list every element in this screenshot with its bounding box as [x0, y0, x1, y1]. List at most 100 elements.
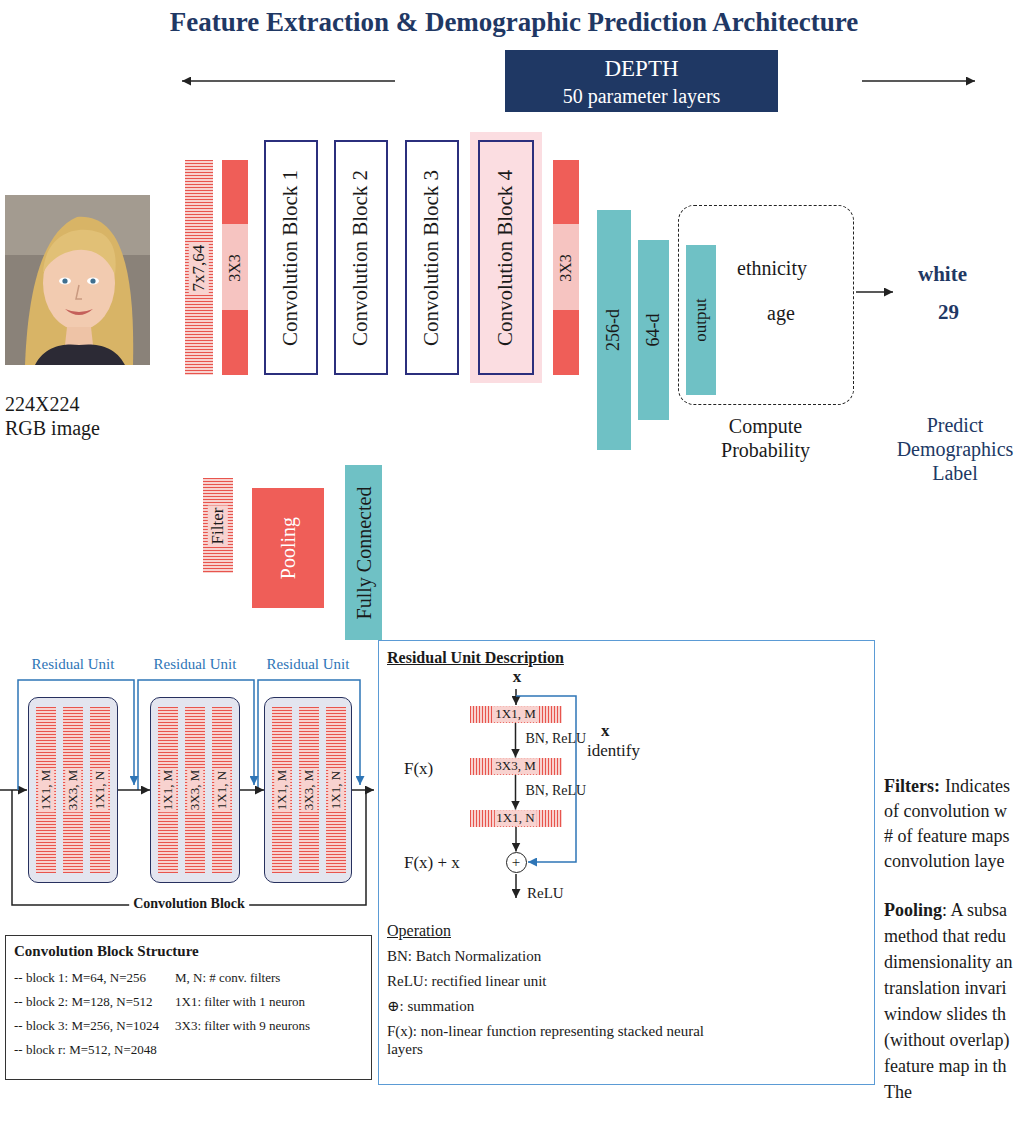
- filter-layer: 3X3, M: [63, 707, 83, 873]
- node-text: x: [513, 667, 522, 687]
- connector-arrow: [515, 827, 517, 852]
- side-note: method that redu: [884, 926, 1006, 948]
- side-note: Filters:: [884, 776, 940, 798]
- node-text: F(x) + x: [404, 853, 460, 873]
- node-text: Compute Probability: [706, 414, 826, 462]
- node-text: 1X1, N: [214, 768, 230, 810]
- node-text: 1X1, N: [328, 768, 344, 810]
- node-text: 3X3, M: [65, 767, 81, 811]
- node-text: M, N: # conv. filters: [175, 970, 280, 986]
- connector-arrow: [515, 775, 517, 810]
- node-text: Residual Unit Description: [387, 648, 564, 667]
- dense-layer: 64-d: [638, 240, 669, 420]
- input-arrow: [0, 789, 27, 791]
- node-text: Operation: [387, 921, 451, 940]
- connector-arrow: [118, 789, 150, 791]
- node-text: +: [512, 855, 520, 870]
- node-text: 50 parameter layers: [563, 84, 721, 108]
- side-note: (without overlap): [884, 1030, 1009, 1052]
- filter-layer: 1X1, M: [272, 707, 292, 873]
- node-text: Pooling: [276, 517, 300, 579]
- filter-layer: 1X1, N: [326, 707, 346, 873]
- side-note: : A subsa: [942, 900, 1007, 922]
- side-note: The: [884, 1082, 912, 1104]
- side-note: of convolution w: [884, 801, 1007, 823]
- node-text: -- block 2: M=128, N=512: [14, 994, 153, 1010]
- conv-block: Convolution Block 1: [264, 140, 318, 375]
- filter-layer: 1X1, M: [158, 707, 178, 873]
- sum-node: +: [506, 852, 527, 873]
- node-text: Convolution Block Structure: [14, 942, 199, 960]
- filter-layer: 1X1, N: [212, 707, 232, 873]
- predicted-value: white: [918, 262, 967, 287]
- side-note: translation invari: [884, 978, 1006, 1000]
- side-note: window slides th: [884, 1004, 1006, 1026]
- node-text: Residual Unit: [32, 655, 115, 673]
- predicted-value: 29: [938, 300, 959, 325]
- filter-layer: 1X1, N: [470, 810, 562, 827]
- filter-layer: 3X3, M: [185, 707, 205, 873]
- node-text: 64-d: [643, 314, 665, 347]
- node-text: Fully Connected: [352, 486, 376, 619]
- node-text: 3X3: [556, 254, 575, 282]
- node-text: 1X1, M: [493, 706, 537, 722]
- result-caption: Predict Demographics Label: [889, 413, 1021, 485]
- node-text: 3X3, M: [493, 758, 537, 774]
- side-note: feature map in th: [884, 1056, 1006, 1078]
- edge-label: BN, ReLU: [526, 783, 587, 800]
- node-text: 3X3: filter with 9 neurons: [175, 1018, 310, 1034]
- node-text: Residual Unit: [154, 655, 237, 673]
- filter-layer: 3X3, M: [299, 707, 319, 873]
- node-text: output: [690, 298, 710, 341]
- node-text: -- block 1: M=64, N=256: [14, 970, 146, 986]
- node-text: 1X1, N: [494, 810, 536, 826]
- node-text: Residual Unit: [267, 655, 350, 673]
- edge-label: BN, ReLU: [526, 731, 587, 748]
- filter-layer: 1X1, M: [470, 706, 562, 723]
- filter-layer: Filter: [203, 478, 233, 573]
- node-text: ReLU: [527, 884, 564, 902]
- face-photo: [5, 195, 150, 365]
- node-text: ⊕: summation: [387, 997, 474, 1015]
- depth-arrow: [862, 80, 975, 82]
- node-text: -- block r: M=512, N=2048: [14, 1042, 157, 1058]
- residual-unit: Residual Unit1X1, M3X3, M1X1, N: [264, 697, 352, 883]
- depth-arrow: [182, 80, 395, 82]
- dense-layer: Fully Connected: [345, 465, 382, 640]
- node-text: BN: Batch Normalization: [387, 947, 541, 965]
- side-note: dimensionality an: [884, 952, 1012, 974]
- node-text: 1X1, M: [38, 767, 54, 811]
- side-note: # of feature maps: [884, 826, 1009, 848]
- node-text: 3X3, M: [187, 767, 203, 811]
- node-text: F(x): non-linear function representing s…: [387, 1022, 727, 1058]
- pooling-layer: 3X3: [222, 160, 248, 375]
- residual-unit: Residual Unit1X1, M3X3, M1X1, N: [150, 697, 240, 883]
- structure-box: Convolution Block Structure -- block 1: M…: [5, 935, 372, 1080]
- node-text: 1X1, N: [92, 768, 108, 810]
- connector-arrow: [240, 789, 264, 791]
- node-text: 1X1: filter with 1 neuron: [175, 994, 305, 1010]
- legend-pooling: Pooling: [252, 488, 324, 608]
- filter-layer: 1X1, M: [36, 707, 56, 873]
- node-text: 3X3: [225, 254, 244, 282]
- node-text: DEPTH: [604, 55, 678, 83]
- conv-block: Convolution Block 3: [405, 140, 459, 375]
- output-arrow: [515, 874, 517, 898]
- node-text: 1X1, M: [160, 767, 176, 811]
- conv-block: Convolution Block 2: [334, 140, 388, 375]
- node-text: Convolution Block 3: [419, 169, 444, 345]
- filter-layer: 7x7,64: [185, 160, 213, 375]
- result-arrow: [856, 291, 893, 293]
- node-text: Convolution Block 1: [278, 169, 303, 345]
- node-text: 3X3, M: [301, 767, 317, 811]
- description-box: Residual Unit DescriptionxF(x)xidentifyF…: [378, 640, 875, 1085]
- node-text: 7x7,64: [189, 242, 209, 293]
- input-arrow: [515, 689, 517, 705]
- image-caption: 224X224 RGB image: [5, 392, 125, 440]
- conv-block: Convolution Block 4: [478, 140, 534, 375]
- node-text: 1X1, M: [274, 767, 290, 811]
- side-note: Indicates: [945, 776, 1010, 798]
- output-arrow: [352, 789, 374, 791]
- node-text: -- block 3: M=256, N=1024: [14, 1018, 159, 1034]
- node-text: F(x): [404, 759, 433, 779]
